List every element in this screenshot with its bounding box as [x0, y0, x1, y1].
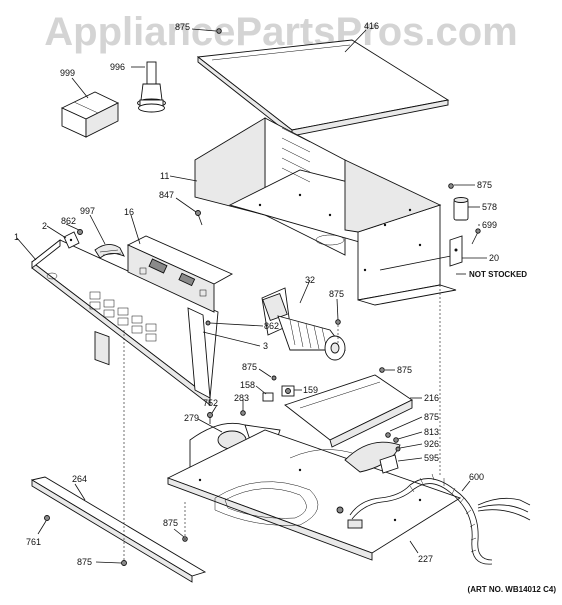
screw-862-upper	[77, 229, 83, 235]
watermark: AppliancePartsPros.com	[44, 10, 518, 54]
part-label: 600	[469, 472, 484, 482]
screw-862-lower	[205, 320, 211, 326]
part-label: 11	[160, 171, 169, 181]
part-label: 416	[364, 21, 379, 31]
capacitor	[453, 197, 469, 221]
bracket	[449, 235, 463, 267]
part-label: 595	[424, 453, 439, 463]
side-trim	[187, 307, 211, 399]
part-label: 996	[110, 62, 125, 72]
part-label: 1	[14, 232, 19, 242]
part-label: 279	[184, 413, 199, 423]
part-label: 875	[175, 22, 190, 32]
part-label: 2	[42, 221, 47, 231]
ribbon-harness	[94, 244, 125, 259]
part-label: 578	[482, 202, 497, 212]
part-label: 159	[303, 385, 318, 395]
control-board	[126, 235, 234, 313]
part-label: 847	[159, 190, 174, 200]
part-label: 283	[234, 393, 249, 403]
part-label: 875	[163, 518, 178, 528]
screw-283	[240, 410, 246, 416]
leader-lines	[16, 28, 487, 564]
thermostat	[262, 385, 295, 402]
part-label: 3	[263, 341, 268, 351]
part-label: 875	[77, 557, 92, 567]
part-label: 264	[72, 474, 87, 484]
part-label: 875	[477, 180, 492, 190]
control-panel-face	[31, 239, 219, 406]
part-label: 216	[424, 393, 439, 403]
screw-847	[195, 210, 203, 226]
part-label: 875	[397, 365, 412, 375]
screw-752	[207, 412, 213, 424]
oven-housing-box	[194, 117, 457, 306]
front-trim-strip	[30, 476, 207, 583]
alignment-lines	[123, 285, 441, 560]
base-pan	[166, 429, 462, 561]
part-label: 32	[305, 275, 315, 285]
kit-box	[60, 91, 120, 138]
top-cover-panel	[196, 39, 450, 137]
part-label: 862	[264, 321, 279, 331]
part-label: 227	[418, 554, 433, 564]
screw-761	[44, 515, 50, 521]
part-labels: 875 416 999 996 11 847 875 578 699 20 2 …	[14, 21, 499, 567]
part-label: 158	[240, 380, 255, 390]
part-label: 752	[203, 398, 218, 408]
mount-bracket-595	[379, 432, 401, 474]
part-label: 761	[26, 537, 41, 547]
clip-bracket	[63, 231, 80, 249]
part-label: 875	[329, 289, 344, 299]
part-label: 875	[242, 362, 257, 372]
part-label: 999	[60, 68, 75, 78]
part-label: 875	[424, 412, 439, 422]
cooling-fan-blower	[261, 287, 346, 361]
screw-699	[471, 228, 481, 245]
part-label: 813	[424, 427, 439, 437]
air-duct	[284, 374, 413, 448]
part-label: 20	[489, 253, 499, 263]
part-label: 16	[124, 207, 134, 217]
sealant-tube	[137, 61, 166, 113]
not-stocked-note: NOT STOCKED	[469, 270, 527, 279]
part-label: 926	[424, 439, 439, 449]
power-cord	[336, 473, 531, 565]
part-label: 699	[482, 220, 497, 230]
part-label: 862	[61, 216, 76, 226]
art-number: (ART NO. WB14012 C4)	[468, 585, 557, 594]
part-label: 997	[80, 206, 95, 216]
